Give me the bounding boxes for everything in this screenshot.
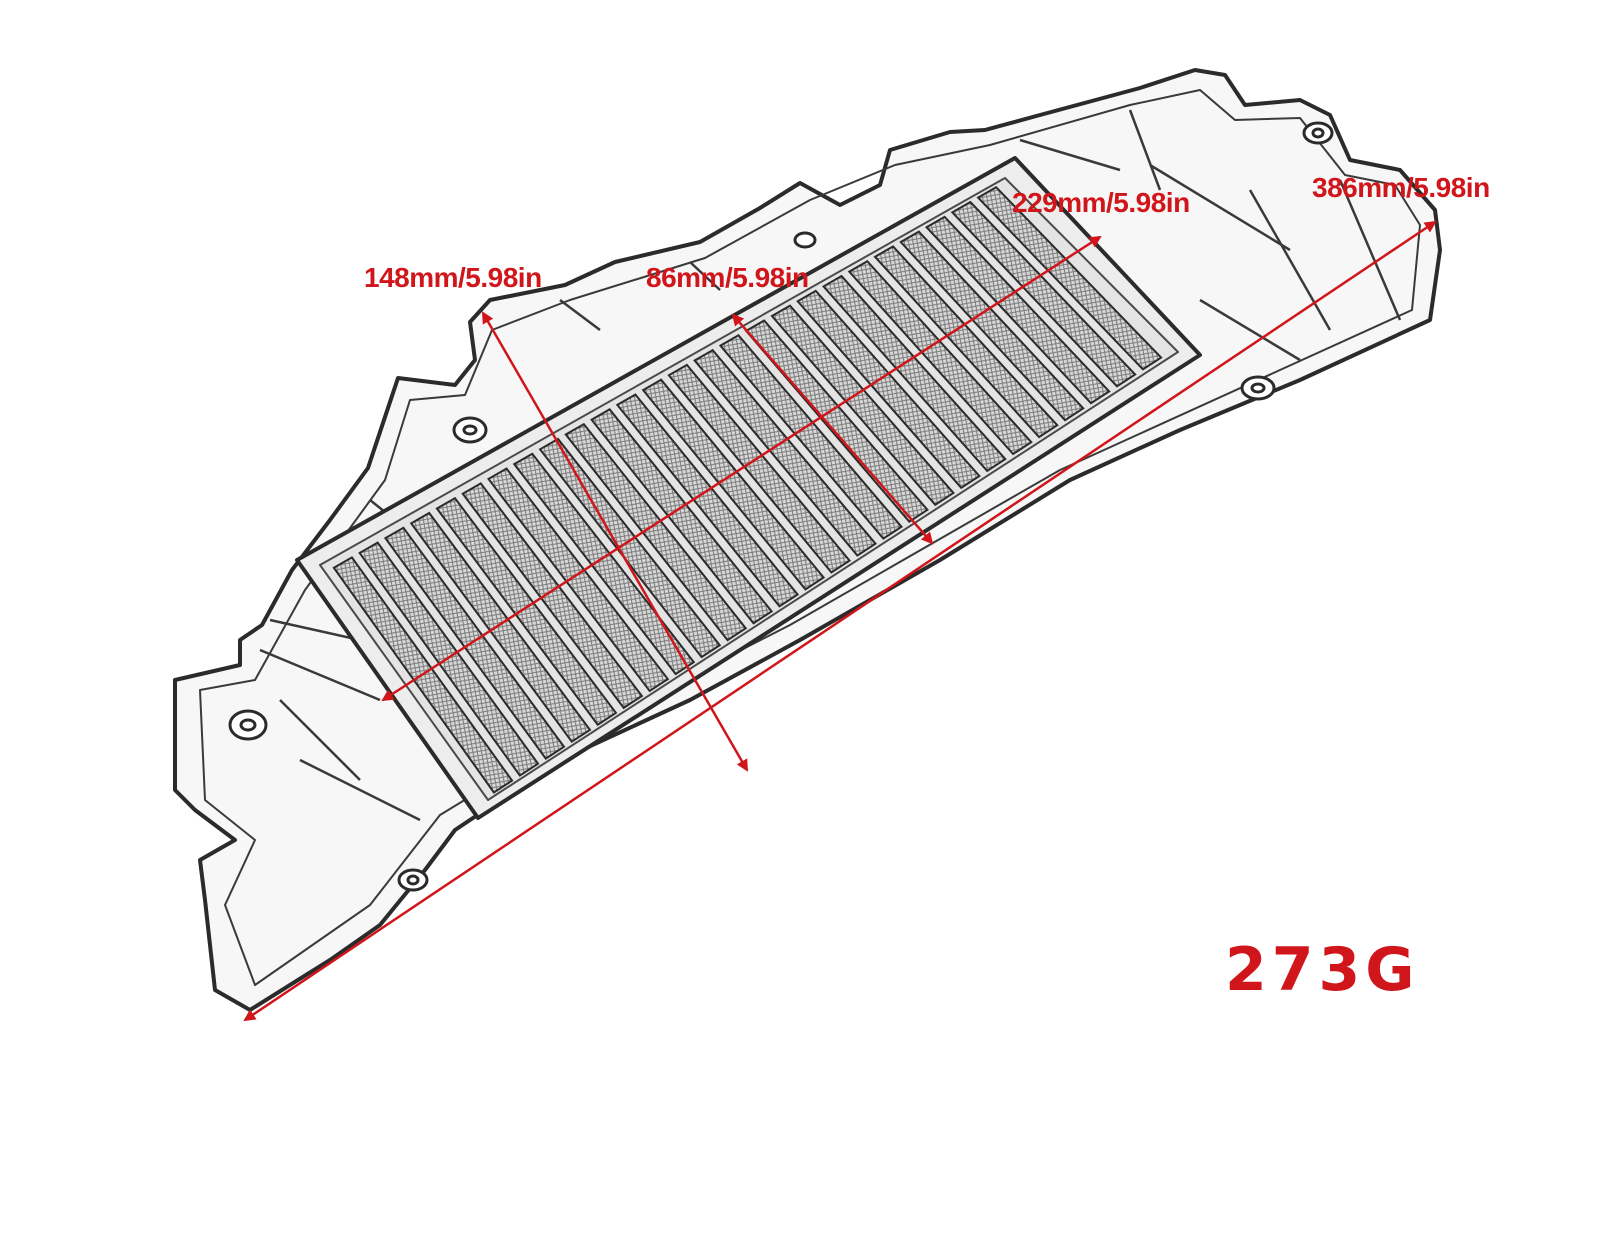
dimension-arrows — [243, 220, 1437, 1022]
overall-length-label: 386mm/5.98in — [1312, 172, 1490, 203]
filter-length-label: 229mm/5.98in — [1012, 187, 1190, 218]
weight-label: 273G — [1225, 935, 1420, 1005]
overall-width-arrow — [481, 311, 749, 772]
filter-width-arrow — [731, 313, 934, 545]
filter-width-label: 86mm/5.98in — [646, 262, 809, 293]
overall-width-label: 148mm/5.98in — [364, 262, 542, 293]
